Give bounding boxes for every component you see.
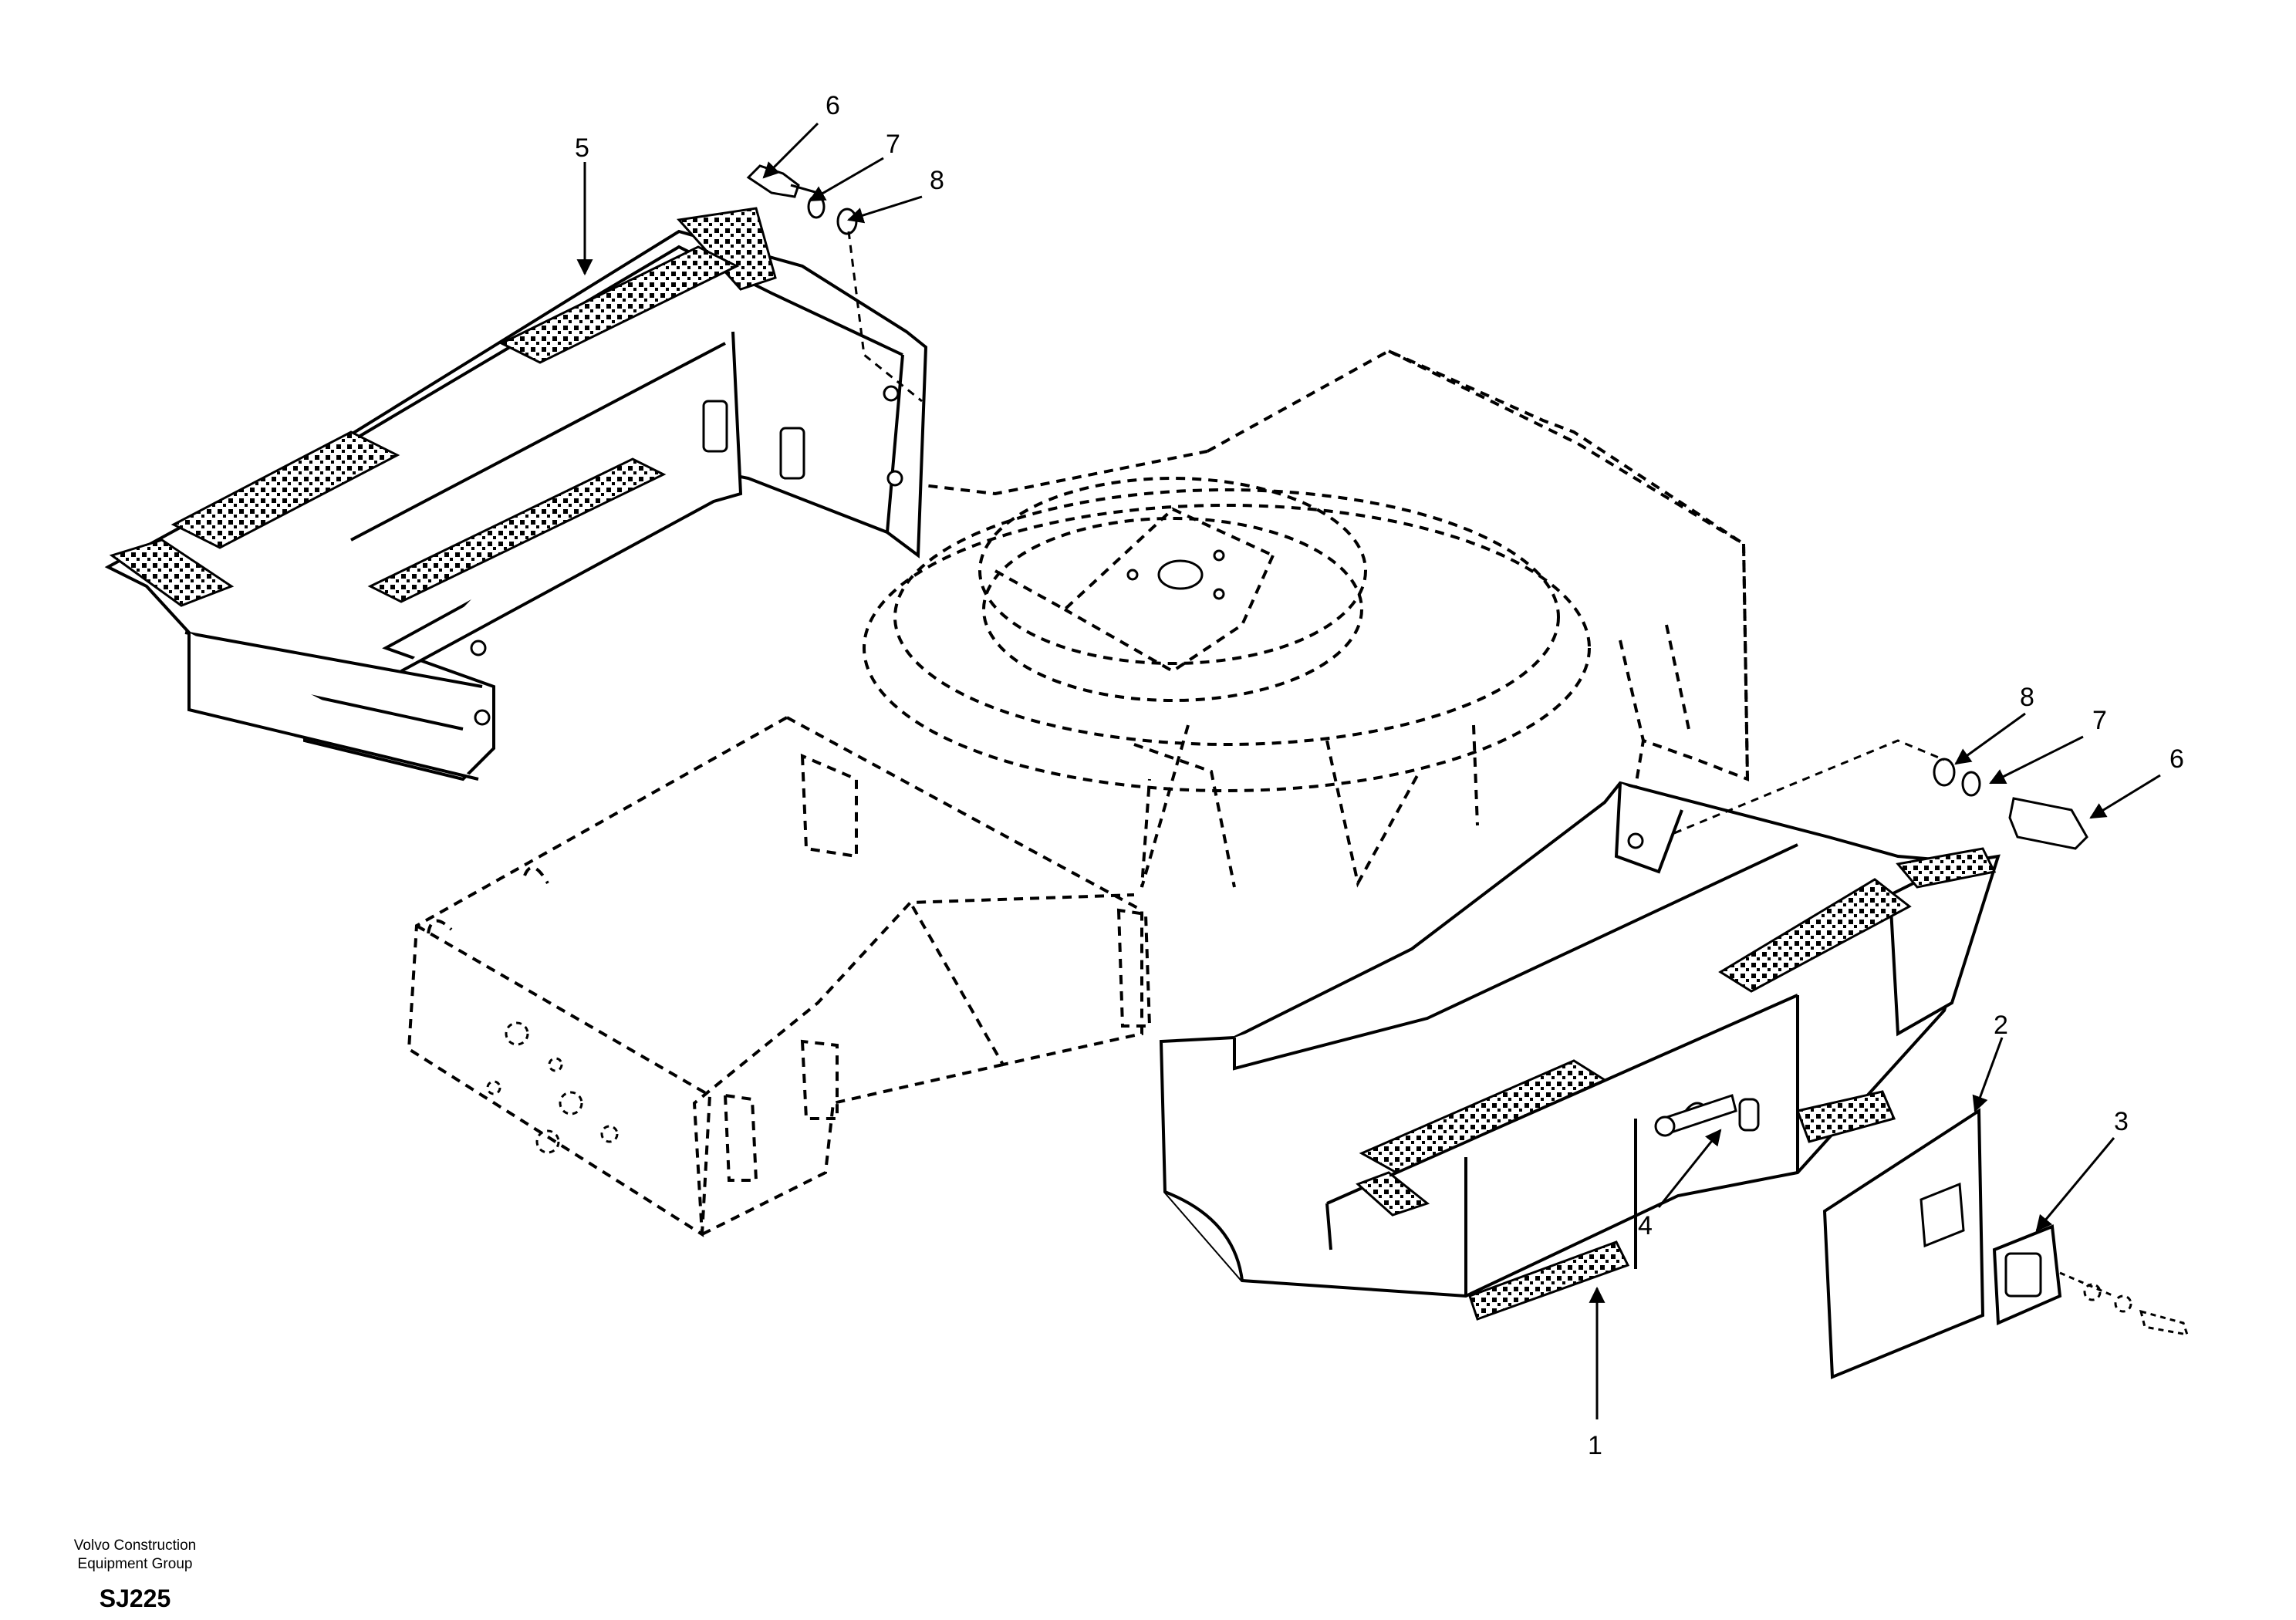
callout-8-top: 8 [930,166,944,195]
footer-org-line2: Equipment Group [77,1556,193,1572]
fitting [1654,1094,1737,1137]
step-box-right-details [1627,832,1760,1132]
hardware-top-dashline [847,231,923,403]
callout-6-right: 6 [2169,744,2184,774]
step-frame-left-details [470,385,903,726]
callout-2: 2 [1994,1011,2008,1040]
cover-plate [1822,1108,1985,1379]
latch [1992,1224,2062,1325]
callout-5: 5 [575,133,589,163]
latch-hardware [2059,1271,2190,1336]
callout-labels: 1 2 3 4 5 6 7 8 8 7 6 [575,91,2184,1460]
callout-1: 1 [1588,1431,1602,1460]
swing-ring-center-bolt [1126,549,1225,600]
upper-frame-outline [863,349,1750,888]
hardware-right-dashline [1673,739,1945,835]
leader-arrows [576,122,2161,1419]
callout-6-top: 6 [826,91,840,120]
callout-4: 4 [1638,1211,1653,1240]
callout-3: 3 [2114,1107,2129,1136]
boom-foot-holes [486,1021,619,1154]
step-box-right [1159,781,2001,1298]
callout-8-right: 8 [2020,683,2034,712]
callout-7-top: 7 [886,130,900,159]
footer-org-line1: Volvo Construction [73,1537,197,1554]
hardware-right [1933,758,2088,850]
step-tread-pads-right [1356,847,1997,1321]
footer-block: Volvo Construction Equipment Group SJ225 [46,1537,224,1613]
step-tread-pads-left [109,207,777,607]
drawing-code: SJ225 [99,1585,171,1612]
callout-7-right: 7 [2092,706,2107,735]
undercarriage-outline [407,716,1152,1237]
